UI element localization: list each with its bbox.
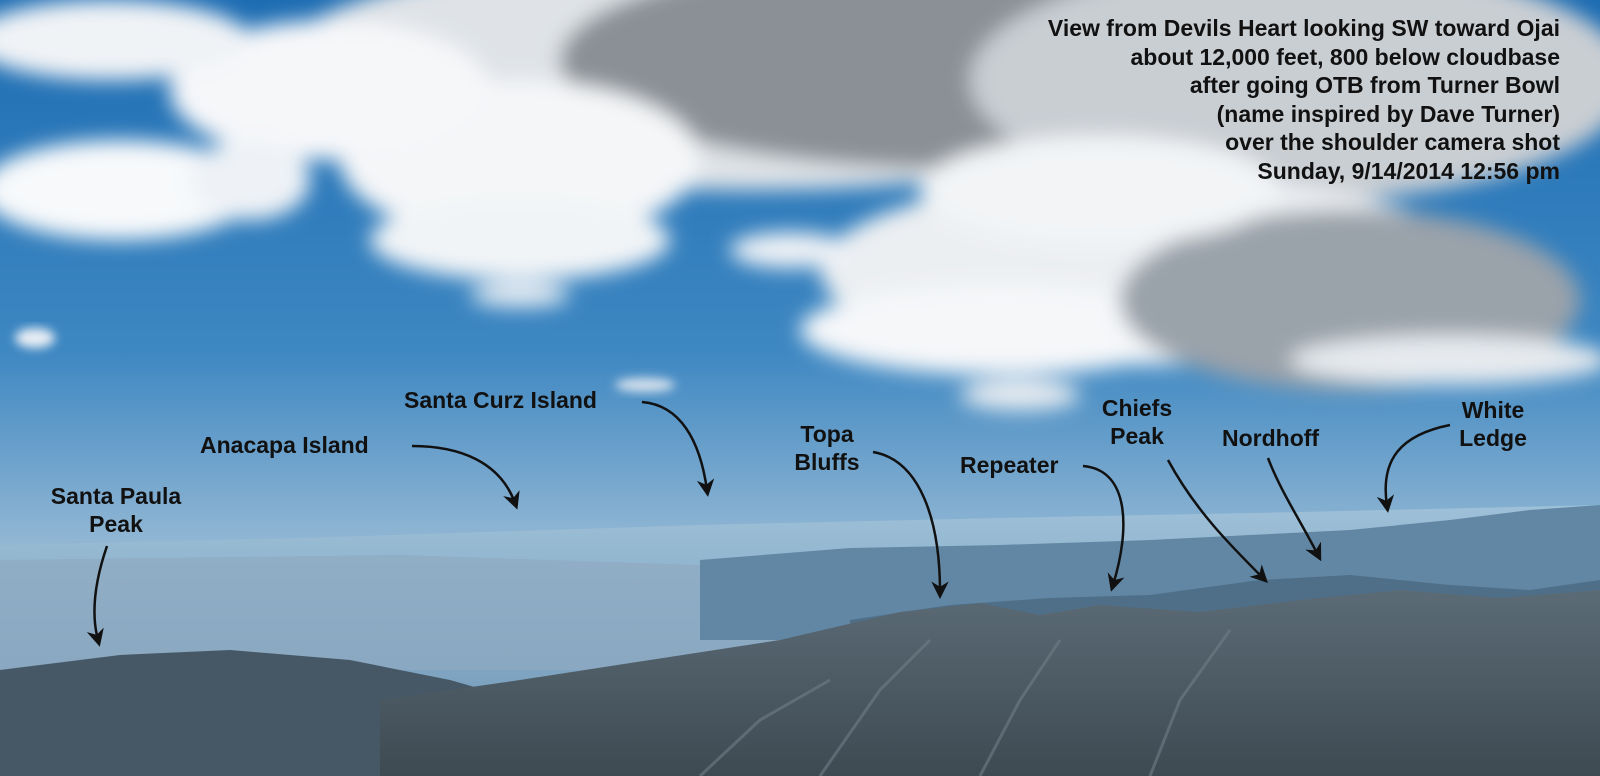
label-line: Anacapa Island [200,432,369,458]
label-line: Nordhoff [1222,425,1320,451]
arrow-topa [872,450,949,599]
label-line: Peak [1110,423,1164,449]
caption-line: over the shoulder camera shot [1225,129,1560,155]
small-clouds [15,328,675,392]
caption-line: (name inspired by Dave Turner) [1216,100,1560,127]
ridge-lines [698,629,1232,776]
clouds [0,0,1600,410]
label-line: White [1461,397,1525,423]
photo-caption: View from Devils Heart looking SW toward… [1048,14,1560,185]
arrow-santa-curz [641,400,715,497]
label-santa-paula-peak: Santa Paula Peak [36,482,196,538]
caption-line: about 12,000 feet, 800 below cloudbase [1130,43,1561,70]
arrow-santa-paula [86,545,109,647]
label-line: Santa Curz Island [404,387,597,413]
label-line: Ledge [1459,425,1527,451]
label-santa-curz-island: Santa Curz Island [404,386,597,414]
near-mountains [380,590,1600,776]
arrow-chiefs [1166,459,1268,583]
arrow-repeater [1082,464,1125,592]
caption-line: View from Devils Heart looking SW toward… [1047,15,1560,41]
caption-line: Sunday, 9/14/2014 12:56 pm [1257,157,1560,184]
arrow-nordhoff [1266,457,1322,562]
caption-line: after going OTB from Turner Bowl [1189,72,1560,98]
arrow-white-ledge [1376,423,1451,513]
arrow-anacapa [411,444,520,510]
label-line: Bluffs [794,449,860,475]
label-line: Chiefs [1101,395,1173,421]
arrows [86,400,1451,647]
label-chiefs-peak: Chiefs Peak [1092,394,1182,450]
label-line: Santa Paula [50,483,182,509]
label-anacapa-island: Anacapa Island [200,431,369,459]
label-repeater: Repeater [960,451,1058,479]
label-line: Repeater [960,452,1059,478]
label-line: Topa [800,421,854,447]
label-line: Peak [89,511,143,537]
label-white-ledge: White Ledge [1448,396,1538,452]
coastal-plain [0,555,900,670]
label-nordhoff: Nordhoff [1222,424,1319,452]
label-topa-bluffs: Topa Bluffs [782,420,872,476]
